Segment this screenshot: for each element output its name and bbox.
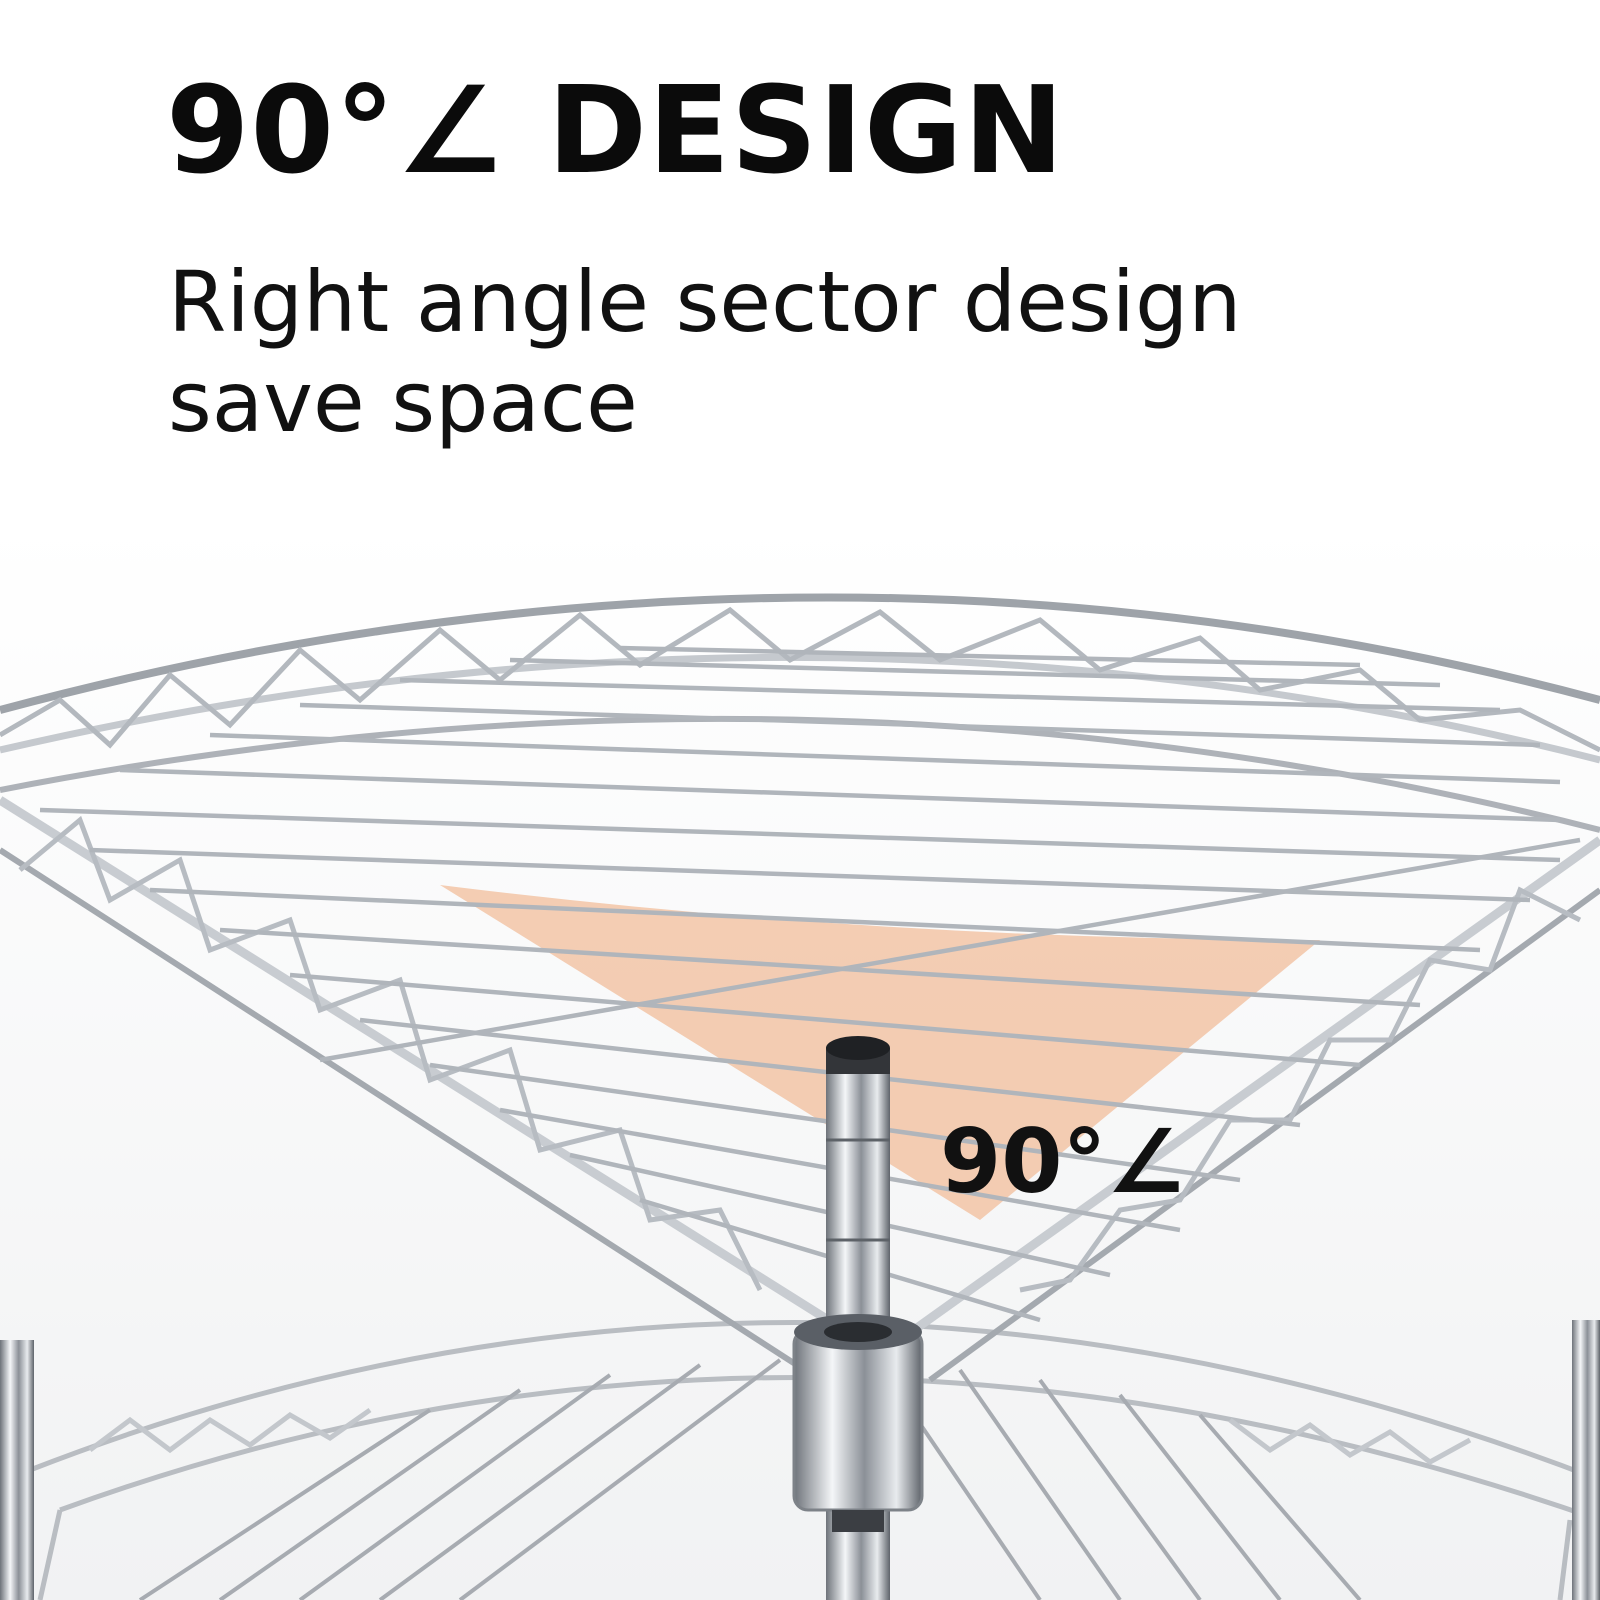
subheadline-line-1: Right angle sector design <box>168 253 1242 351</box>
left-post <box>0 1340 34 1600</box>
upper-shelf-grid <box>39 645 1581 1323</box>
wire-shelf-illustration <box>0 520 1600 1600</box>
subheadline-line-2: save space <box>168 353 638 451</box>
center-post <box>792 1036 924 1600</box>
subheadline: Right angle sector design save space <box>168 252 1242 452</box>
angle-label: 90°∠ <box>940 1110 1186 1213</box>
wire-shelf-photo <box>0 520 1600 1600</box>
headline: 90°∠ DESIGN <box>166 62 1065 201</box>
right-post <box>1572 1320 1600 1600</box>
